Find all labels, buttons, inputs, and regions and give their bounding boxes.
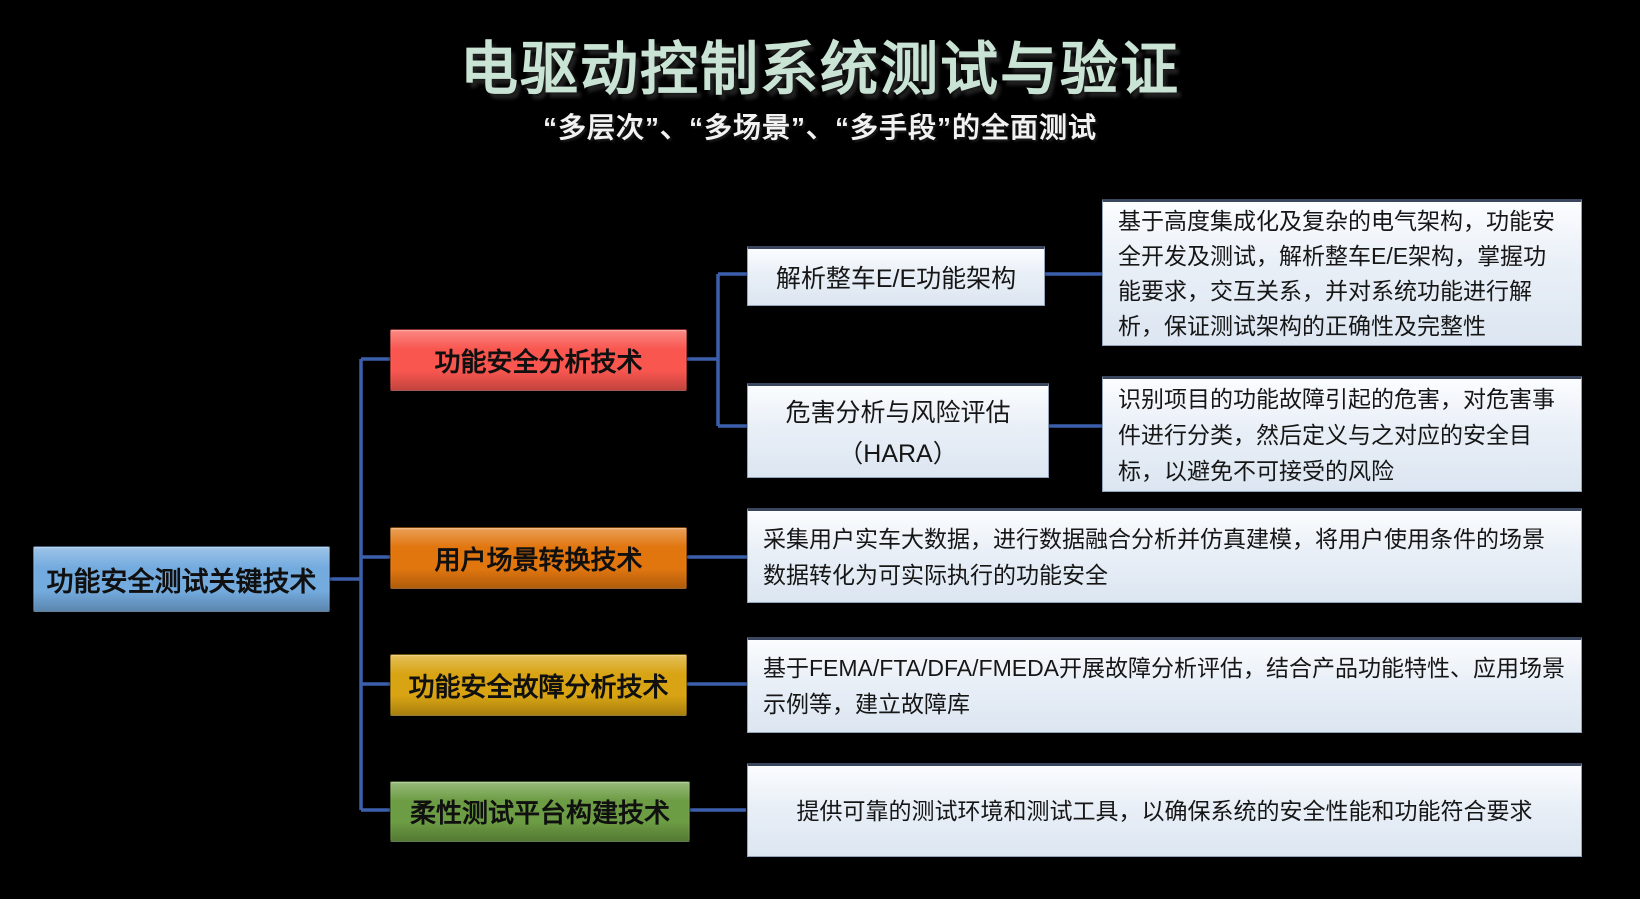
branch-node-label: 功能安全故障分析技术 <box>408 671 669 702</box>
branch-node-label: 功能安全分析技术 <box>434 346 643 377</box>
description-test-platform: 提供可靠的测试环境和测试工具，以确保系统的安全性能和功能符合要求 <box>747 763 1582 857</box>
description-text: 基于FEMA/FTA/DFA/FMEDA开展故障分析评估，结合产品功能特性、应用… <box>763 655 1566 717</box>
description-text: 基于高度集成化及复杂的电气架构，功能安全开发及测试，解析整车E/E架构，掌握功能… <box>1118 207 1555 339</box>
description-ee-architecture: 基于高度集成化及复杂的电气架构，功能安全开发及测试，解析整车E/E架构，掌握功能… <box>1102 199 1582 346</box>
description-fault-analysis: 基于FEMA/FTA/DFA/FMEDA开展故障分析评估，结合产品功能特性、应用… <box>747 637 1582 733</box>
branch-node-functional-safety-analysis: 功能安全分析技术 <box>390 329 687 391</box>
description-hara: 识别项目的功能故障引起的危害，对危害事件进行分类，然后定义与之对应的安全目标，以… <box>1102 376 1582 492</box>
description-text: 采集用户实车大数据，进行数据融合分析并仿真建模，将用户使用条件的场景数据转化为可… <box>763 525 1545 588</box>
description-text: 识别项目的功能故障引起的危害，对危害事件进行分类，然后定义与之对应的安全目标，以… <box>1118 386 1555 484</box>
leaf-node-hara: 危害分析与风险评估 （HARA） <box>747 383 1049 478</box>
leaf-node-label-line1: 危害分析与风险评估 <box>785 398 1011 427</box>
branch-node-label: 用户场景转换技术 <box>434 544 643 575</box>
branch-node-fault-analysis: 功能安全故障分析技术 <box>390 654 687 716</box>
branch-node-flexible-test-platform: 柔性测试平台构建技术 <box>390 781 690 842</box>
branch-node-label: 柔性测试平台构建技术 <box>409 798 670 828</box>
page-subtitle: “多层次”、“多场景”、“多手段”的全面测试 <box>542 112 1097 143</box>
leaf-node-ee-architecture: 解析整车E/E功能架构 <box>747 246 1045 306</box>
root-node-key-technologies: 功能安全测试关键技术 <box>33 546 330 612</box>
branch-node-user-scenario-conversion: 用户场景转换技术 <box>390 527 687 589</box>
page-title: 电驱动控制系统测试与验证 <box>459 37 1180 102</box>
leaf-node-label-line2: （HARA） <box>838 440 958 469</box>
description-text: 提供可靠的测试环境和测试工具，以确保系统的安全性能和功能符合要求 <box>796 798 1533 824</box>
description-user-scenario: 采集用户实车大数据，进行数据融合分析并仿真建模，将用户使用条件的场景数据转化为可… <box>747 508 1582 603</box>
root-node-label: 功能安全测试关键技术 <box>46 566 317 597</box>
leaf-node-label: 解析整车E/E功能架构 <box>775 265 1017 293</box>
connector-group <box>328 272 1102 812</box>
